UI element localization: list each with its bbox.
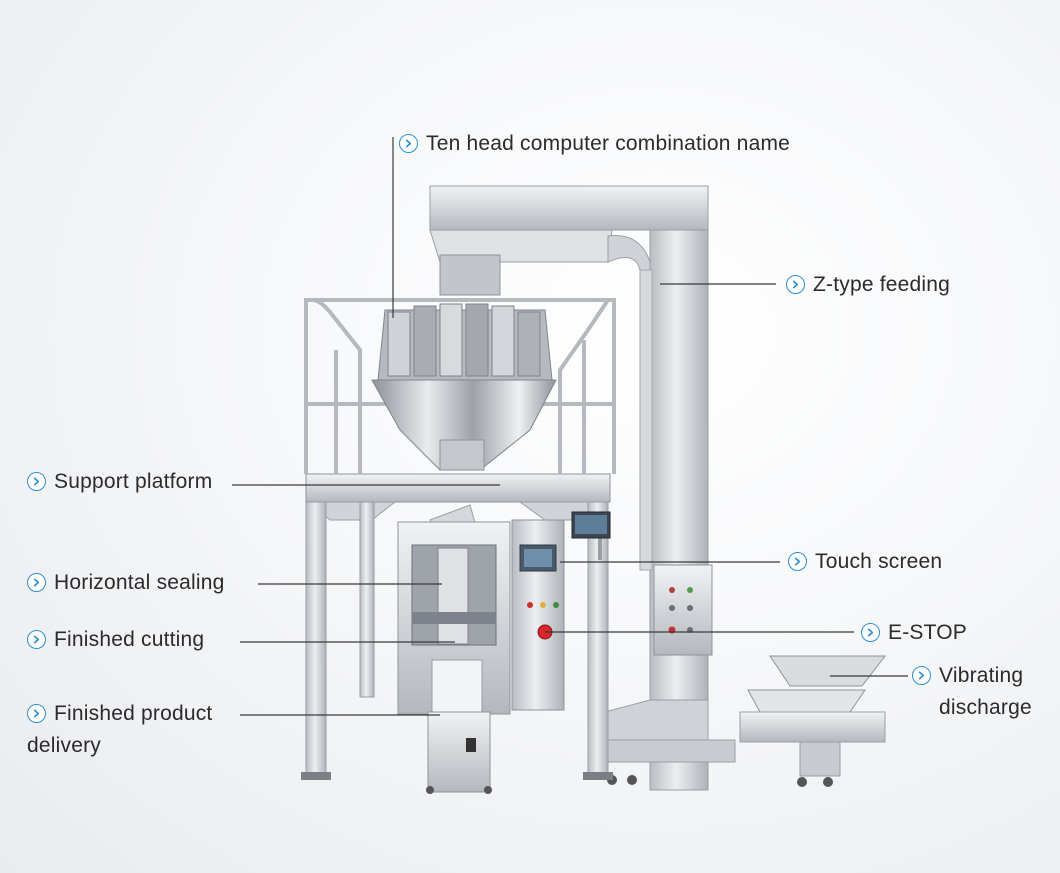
chevron-right-circle-icon [912,666,931,685]
callout-finished-cutting: Finished cutting [27,624,204,656]
z-type-elevator [429,185,736,791]
callout-e-stop: E-STOP [861,617,967,649]
leader-lines [232,137,908,716]
chevron-right-circle-icon [27,472,46,491]
callout-horizontal-sealing: Horizontal sealing [27,567,225,599]
chevron-right-circle-icon [861,623,880,642]
callout-label: Support platform [54,470,213,493]
callout-label: Finished cutting [54,628,205,651]
chevron-right-circle-icon [788,552,807,571]
elevator-control-box [653,564,713,656]
support-platform-frame [301,298,616,780]
callout-label-line1: Finished product [54,702,213,725]
chevron-right-circle-icon [27,630,46,649]
callout-z-type-feeding: Z-type feeding [786,269,950,301]
callout-label-line1: Vibrating [939,664,1024,687]
chevron-right-circle-icon [399,134,418,153]
callout-label: Z-type feeding [813,273,951,296]
vertical-packing-machine [397,504,611,794]
vibrating-discharge-unit [607,655,887,787]
callout-finished-product-delivery: Finished product delivery [27,698,212,762]
callout-label: Horizontal sealing [54,571,225,594]
callout-vibrating-discharge: Vibrating discharge [912,660,1032,724]
callout-label: Touch screen [815,550,943,573]
callout-label-line2: discharge [939,696,1032,719]
callout-label: E-STOP [888,621,967,644]
callout-touch-screen: Touch screen [788,546,942,578]
callout-ten-head-weigher: Ten head computer combination name [399,128,790,160]
chevron-right-circle-icon [786,275,805,294]
callout-label: Ten head computer combination name [426,132,791,155]
callout-support-platform: Support platform [27,466,212,498]
callout-label-line2: delivery [27,734,101,757]
chevron-right-circle-icon [27,573,46,592]
chevron-right-circle-icon [27,704,46,723]
multihead-weigher [371,254,557,471]
